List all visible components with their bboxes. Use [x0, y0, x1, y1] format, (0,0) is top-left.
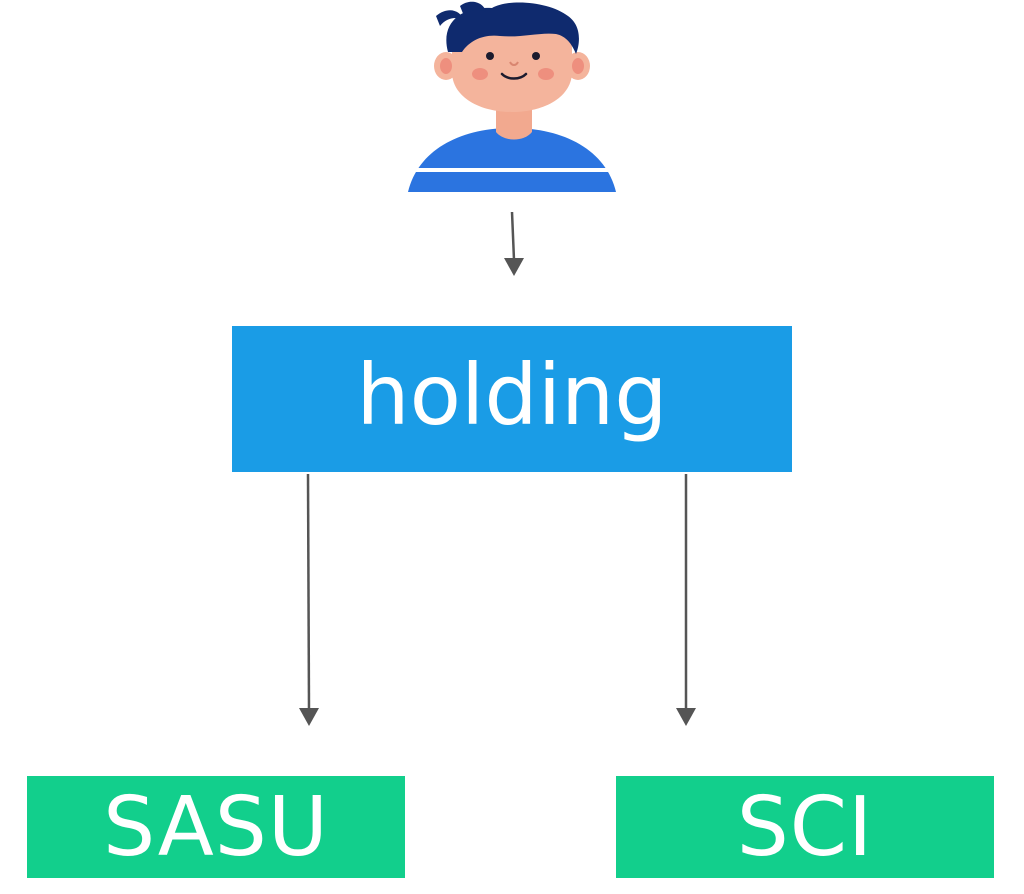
- arrow-holding-to-sasu: [306, 473, 311, 711]
- arrowhead-holding-to-sci: [676, 708, 696, 726]
- holding-label: holding: [356, 346, 668, 444]
- arrowhead-person-to-holding: [504, 258, 524, 276]
- sci-node: SCI: [616, 776, 994, 878]
- sci-label: SCI: [736, 779, 874, 875]
- person-avatar-icon: [408, 1, 616, 192]
- arrowhead-holding-to-sasu: [299, 708, 319, 726]
- holding-node: holding: [232, 326, 792, 472]
- sasu-node: SASU: [27, 776, 405, 878]
- sasu-label: SASU: [103, 779, 329, 875]
- arrow-person-to-holding: [510, 211, 516, 261]
